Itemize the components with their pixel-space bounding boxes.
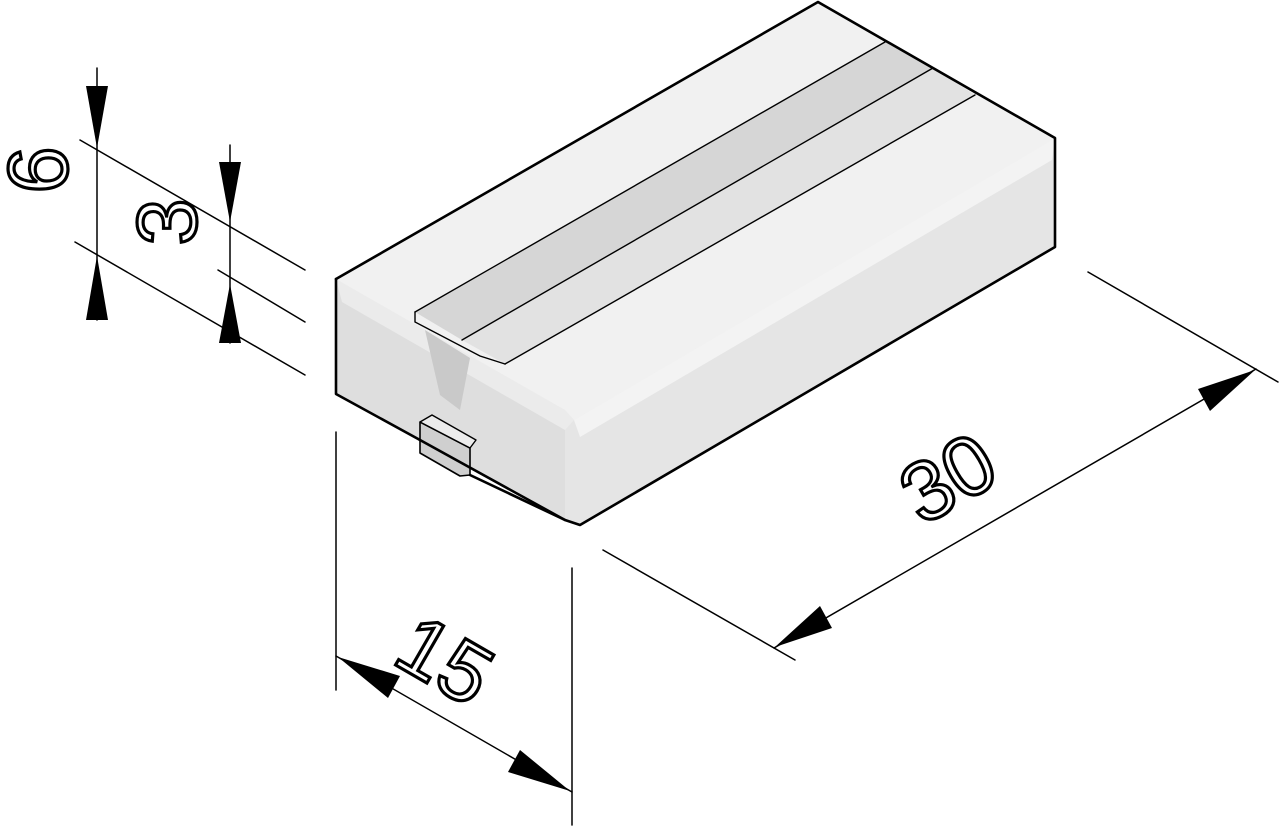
strip-edge-1 (414, 41, 886, 313)
dim-6-arrow-bottom (86, 256, 108, 320)
strip-end (414, 311, 506, 365)
dim-30-arrow-left (775, 606, 832, 647)
dim-30-arrow-right (1198, 370, 1255, 411)
ext-line-bottom (74, 241, 306, 376)
v-groove (425, 330, 470, 410)
dim-15-label: 15 (381, 596, 509, 724)
block-right-face (565, 138, 1055, 525)
dim-15-arrow-right (508, 750, 570, 791)
block-right-bevel (574, 138, 1055, 437)
dim-15-arrow-left (338, 657, 400, 698)
strip-edge-3 (504, 94, 976, 365)
dim-3-arrow-top (219, 162, 241, 222)
dim-6-label: 6 (0, 147, 85, 194)
top-strip-right (462, 68, 975, 364)
dim-3-label: 3 (120, 199, 214, 246)
dim-30-label: 30 (884, 414, 1012, 542)
ext-line-top (79, 139, 306, 271)
dim-6-arrow-top (86, 86, 108, 148)
dimension-height: 6 3 (0, 67, 306, 376)
ext-line-mid (217, 269, 306, 323)
block-outline-lug (468, 473, 567, 522)
concrete-block (334, 0, 1057, 527)
ext-line-30-right (1087, 271, 1279, 383)
top-strip-left (415, 42, 933, 340)
ext-line-30-left (602, 549, 796, 661)
dim-30-line (773, 368, 1257, 649)
strip-edge-2 (461, 67, 934, 341)
block-outline-front (334, 277, 422, 442)
tongue-lug-top (419, 414, 477, 449)
dim-3-arrow-bottom (219, 284, 241, 343)
